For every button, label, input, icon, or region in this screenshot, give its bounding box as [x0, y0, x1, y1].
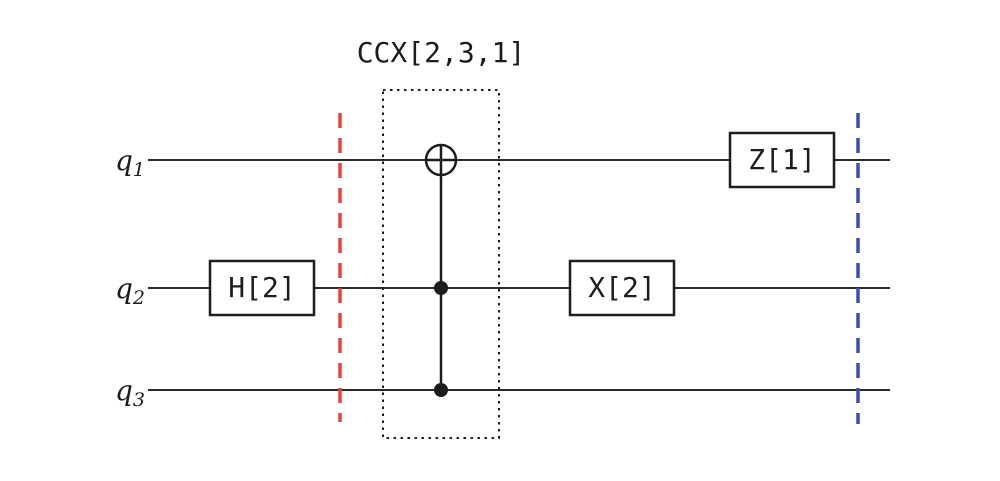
gate-z-box	[728, 131, 836, 189]
qubit-subscript: 1	[133, 159, 145, 181]
ccx-group-dotted-box	[382, 89, 500, 439]
qubit-label-q1: q1	[115, 144, 145, 181]
qubit-subscript: 2	[132, 287, 145, 309]
gate-x-label: X[2]	[588, 271, 655, 304]
qubit-label-q2: q2	[115, 272, 145, 309]
gate-x: X[2]	[568, 259, 676, 317]
gate-h: H[2]	[208, 259, 316, 317]
ccx-control-dot-q2	[434, 281, 448, 295]
gate-h-label: H[2]	[228, 271, 295, 304]
qubit-base: q	[115, 374, 133, 407]
gate-h-box	[208, 259, 316, 317]
gate-z: Z[1]	[728, 131, 836, 189]
qubit-subscript: 3	[133, 389, 145, 411]
qubit-base: q	[115, 144, 133, 177]
ccx-group-label: CCX[2,3,1]	[357, 36, 526, 69]
gate-z-label: Z[1]	[748, 143, 815, 176]
qubit-base: q	[115, 272, 133, 305]
gate-x-box	[568, 259, 676, 317]
ccx-control-dot-q3	[434, 383, 448, 397]
qubit-label-q3: q3	[115, 374, 145, 411]
